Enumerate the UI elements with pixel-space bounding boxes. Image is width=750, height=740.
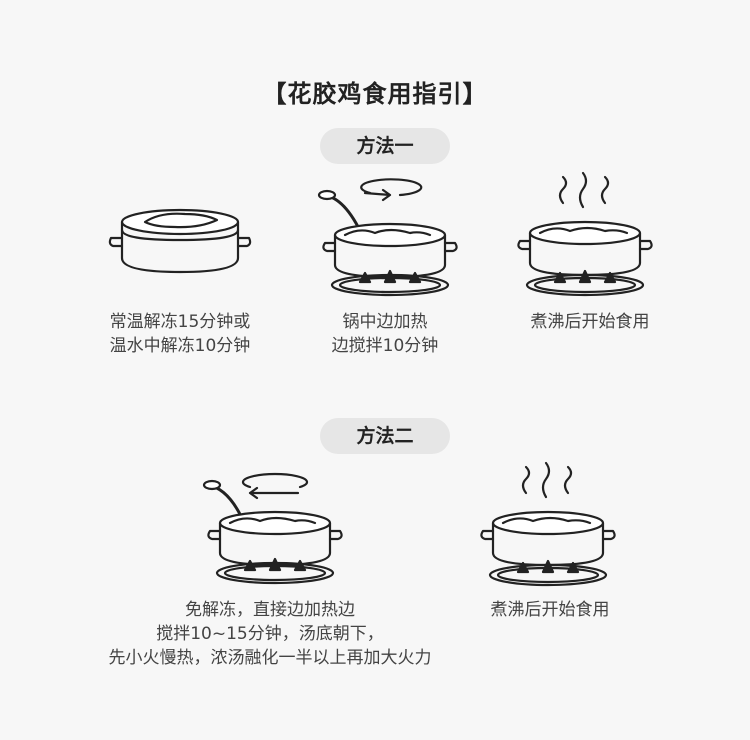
stirring-pot-on-stove-icon <box>202 472 343 585</box>
method-one-step-one-caption: 常温解冻15分钟或 温水中解冻10分钟 <box>80 310 280 358</box>
caption-line: 搅拌10~15分钟，汤底朝下， <box>156 624 384 644</box>
caption-line: 煮沸后开始食用 <box>490 600 610 620</box>
caption-line: 温水中解冻10分钟 <box>109 336 251 356</box>
caption-line: 边搅拌10分钟 <box>331 336 439 356</box>
stirring-pot-on-stove-icon <box>317 178 458 297</box>
method-two-badge: 方法二 <box>320 418 450 454</box>
caption-line: 煮沸后开始食用 <box>530 312 650 332</box>
boiling-pot-on-stove-icon <box>517 171 653 297</box>
thawing-pot-icon <box>108 208 252 274</box>
method-one-step-three-caption: 煮沸后开始食用 <box>500 310 680 334</box>
method-two-step-two-caption: 煮沸后开始食用 <box>460 598 640 622</box>
caption-line: 常温解冻15分钟或 <box>109 312 251 332</box>
boiling-pot-on-stove-icon <box>480 461 616 587</box>
caption-line: 免解冻，直接边加热边 <box>185 600 355 620</box>
method-one-badge: 方法一 <box>320 128 450 164</box>
page-title: 【花胶鸡食用指引】 <box>262 80 488 108</box>
caption-line: 锅中边加热 <box>342 312 428 332</box>
method-one-step-two-caption: 锅中边加热 边搅拌10分钟 <box>290 310 480 358</box>
caption-line: 先小火慢热，浓汤融化一半以上再加大火力 <box>108 648 432 668</box>
method-two-step-one-caption: 免解冻，直接边加热边 搅拌10~15分钟，汤底朝下， 先小火慢热，浓汤融化一半以… <box>70 598 470 670</box>
